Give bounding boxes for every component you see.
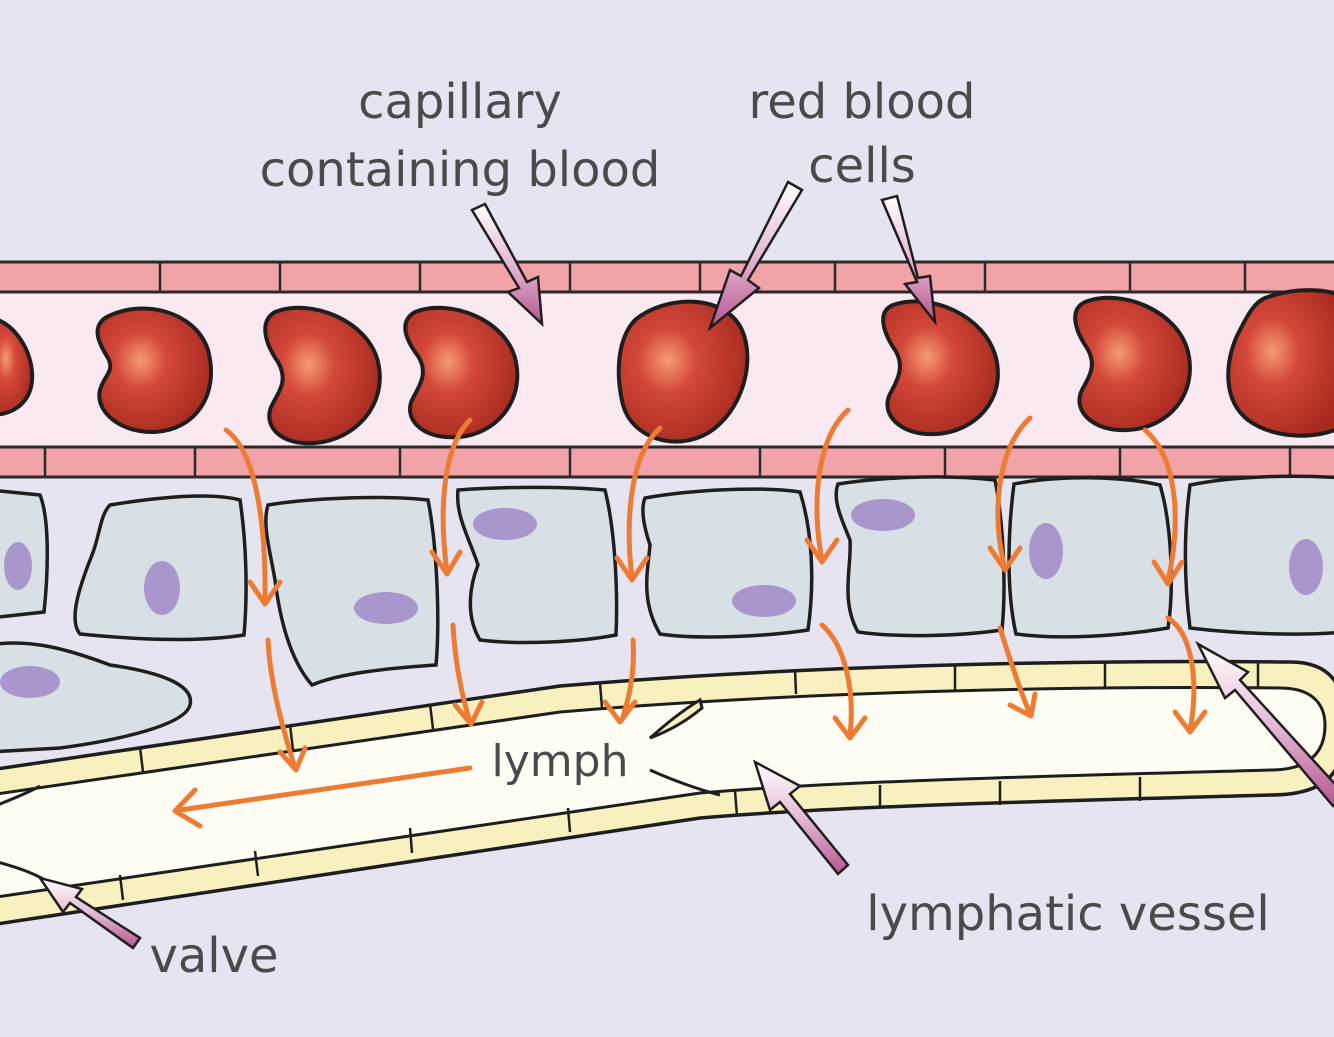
tissue-cell [264, 495, 440, 688]
flow-arrow [450, 622, 473, 725]
nucleus [0, 666, 60, 698]
red-blood-cells [0, 288, 1334, 446]
tissue-cell [455, 485, 619, 645]
lymphatic-vessel-pointer [752, 759, 850, 876]
red-blood-cell [0, 318, 35, 417]
flow-arrow [626, 425, 663, 581]
tissue-cell [834, 475, 1006, 638]
nucleus [4, 542, 32, 590]
red-blood-cell [263, 305, 382, 446]
valve-label: valve [149, 928, 278, 984]
capillary-pointer [470, 202, 544, 328]
right-edge-pointer [1195, 640, 1334, 808]
lymph-label: lymph [492, 736, 629, 787]
flow-arrow [440, 417, 473, 575]
red-blood-cell [881, 299, 1000, 437]
red-blood-cell [1226, 288, 1334, 438]
rbc-label-line1: red blood [749, 74, 976, 130]
flow-arrow [1142, 427, 1178, 583]
flow-arrow [819, 622, 854, 738]
rbc-label-line2: cells [808, 138, 916, 194]
capillary-label-line2: containing blood [260, 142, 661, 198]
nucleus [732, 585, 796, 617]
flow-arrow [223, 427, 268, 603]
flow-arrow [997, 625, 1033, 717]
lymph-flow-arrow [177, 765, 473, 813]
valve-pointer [37, 875, 142, 950]
capillary-label-line1: capillary [358, 74, 562, 130]
fluid-flow-arrows [172, 407, 1208, 829]
lymphatic-vessel-label: lymphatic vessel [866, 886, 1269, 942]
lymphatic-vessel [0, 659, 1334, 926]
capillary-lower-wall [0, 445, 1334, 479]
valve-flap [649, 697, 704, 740]
nuclei [0, 499, 1323, 698]
nucleus [473, 508, 537, 540]
red-blood-cell [95, 306, 214, 435]
valve-flap [0, 784, 41, 806]
flow-arrow [995, 415, 1033, 571]
nucleus [851, 499, 915, 531]
red-blood-cell [403, 305, 520, 440]
lymph-vessel-lumen [0, 686, 1327, 899]
labels: capillary containing blood red blood cel… [149, 74, 1269, 984]
pointer-arrows [37, 180, 1334, 950]
nucleus [144, 561, 180, 615]
tissue-cell [641, 487, 814, 639]
nucleus [354, 592, 418, 624]
red-blood-cell [616, 299, 750, 444]
nucleus [1289, 539, 1323, 595]
red-blood-cell [1073, 295, 1192, 433]
flow-arrow [1165, 615, 1197, 733]
capillary-upper-wall [0, 260, 1334, 294]
flow-arrow [265, 637, 298, 771]
tissue-cell [1183, 474, 1334, 636]
flow-arrow [814, 407, 851, 563]
tissue-cell [1007, 475, 1174, 639]
rbc-pointer-2 [880, 194, 937, 327]
nucleus [1029, 523, 1063, 579]
valve-flap [649, 768, 721, 797]
rbc-pointer-1 [707, 180, 804, 332]
lymph-label-bg [478, 732, 638, 784]
